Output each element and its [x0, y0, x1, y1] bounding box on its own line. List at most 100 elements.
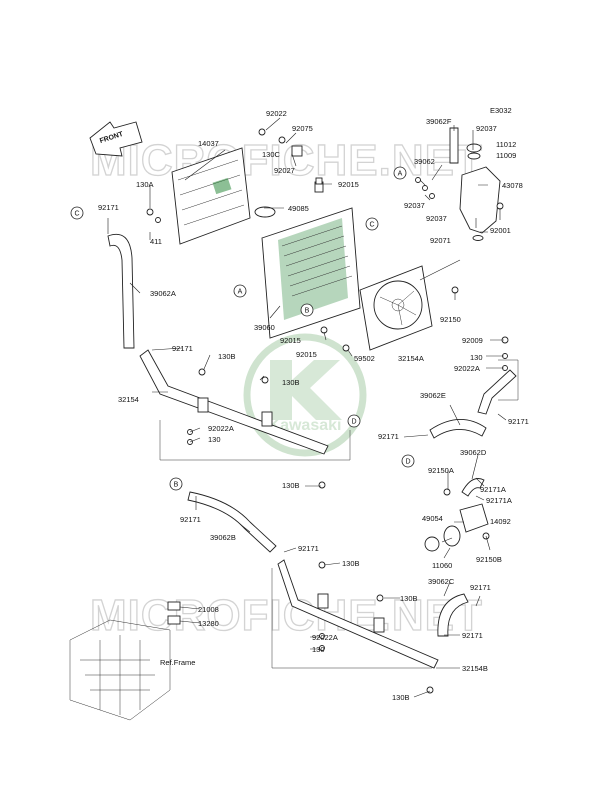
- label-14037: 14037: [198, 139, 219, 148]
- radiator-screen: [171, 147, 251, 245]
- frame-reference-sketch: [69, 601, 181, 721]
- svg-text:D: D: [351, 419, 356, 426]
- label-92171-c: 92171: [98, 203, 119, 212]
- callout-c-left: C: [70, 206, 84, 220]
- svg-text:B: B: [174, 482, 179, 489]
- callout-a-left: A: [233, 284, 247, 298]
- label-92015-top: 92015: [338, 180, 359, 189]
- hose-39062e: [429, 419, 487, 439]
- label-92001: 92001: [490, 226, 511, 235]
- label-130-b: 130: [470, 353, 483, 362]
- svg-text:A: A: [398, 171, 403, 178]
- label-92171-c2: 92171: [470, 583, 491, 592]
- svg-text:C: C: [369, 222, 374, 229]
- label-92171a-b: 92171A: [486, 496, 512, 505]
- callout-b-bottom: B: [169, 477, 183, 491]
- label-39062a: 39062A: [150, 289, 176, 298]
- label-130b-c: 130B: [282, 481, 300, 490]
- callout-d-left: D: [347, 414, 361, 428]
- hose-39062d: [461, 478, 485, 497]
- label-13280: 13280: [198, 619, 219, 628]
- label-92015-a: 92015: [280, 336, 301, 345]
- callout-c-right: C: [365, 217, 379, 231]
- leader-lines: [107, 117, 507, 698]
- label-92150: 92150: [440, 315, 461, 324]
- label-32154b: 32154B: [462, 664, 488, 673]
- label-14092: 14092: [490, 517, 511, 526]
- label-92171-c3: 92171: [462, 631, 483, 640]
- svg-text:C: C: [74, 211, 79, 218]
- label-92022a-b: 92022A: [454, 364, 480, 373]
- label-43078: 43078: [502, 181, 523, 190]
- label-32154a: 32154A: [398, 354, 424, 363]
- label-39062d: 39062D: [460, 448, 487, 457]
- label-59502: 59502: [354, 354, 375, 363]
- label-92150a: 92150A: [428, 466, 454, 475]
- label-92075: 92075: [292, 124, 313, 133]
- label-130c: 130C: [262, 150, 281, 159]
- pipe-32154: [139, 349, 351, 461]
- front-arrow-icon: FRONT: [89, 121, 143, 157]
- label-92037-b: 92037: [404, 201, 425, 210]
- label-39062b: 39062B: [210, 533, 236, 542]
- label-39062f: 39062F: [426, 117, 452, 126]
- label-130b-a: 130B: [218, 352, 236, 361]
- label-92022-top: 92022: [266, 109, 287, 118]
- label-130b-b: 130B: [282, 378, 300, 387]
- label-130a: 130A: [136, 180, 154, 189]
- radiator-fan: [359, 259, 461, 351]
- label-49085: 49085: [288, 204, 309, 213]
- label-92171-b: 92171: [180, 515, 201, 524]
- callout-d-right: D: [401, 454, 415, 468]
- pipe-32154b: [271, 559, 439, 669]
- hose-39062c: [437, 593, 469, 637]
- label-130b-d: 130B: [342, 559, 360, 568]
- hose-39062b: [187, 491, 277, 553]
- reservoir-tank: [459, 143, 501, 241]
- label-92027: 92027: [274, 166, 295, 175]
- pipe-32154a: [477, 359, 519, 415]
- label-92022a-a: 92022A: [208, 424, 234, 433]
- label-130b-e: 130B: [400, 594, 418, 603]
- label-92037-a: 92037: [476, 124, 497, 133]
- label-130b-f: 130B: [392, 693, 410, 702]
- label-92037-c: 92037: [426, 214, 447, 223]
- label-21008: 21008: [198, 605, 219, 614]
- label-130-a: 130: [208, 435, 221, 444]
- label-39060: 39060: [254, 323, 275, 332]
- label-11009: 11009: [496, 151, 516, 160]
- label-92071: 92071: [430, 236, 451, 245]
- label-92150b: 92150B: [476, 555, 502, 564]
- watermark-layer: MICROFICHE.NET MICROFICHE.NET Kawasaki: [89, 135, 483, 640]
- logo-text: Kawasaki: [269, 417, 342, 434]
- hose-39062a: [107, 233, 135, 349]
- label-92171-rr: 92171: [508, 417, 529, 426]
- callout-b-left: B: [300, 303, 314, 317]
- overflow-hose: [449, 127, 459, 164]
- label-92171-r: 92171: [378, 432, 399, 441]
- label-92171a-a: 92171A: [480, 485, 506, 494]
- diagram-code: E3032: [490, 106, 512, 115]
- label-32154: 32154: [118, 395, 139, 404]
- label-39062: 39062: [414, 157, 435, 166]
- svg-text:A: A: [238, 289, 243, 296]
- label-11012: 11012: [496, 140, 516, 149]
- kawasaki-logo: Kawasaki: [243, 333, 367, 457]
- label-39062c: 39062C: [428, 577, 455, 586]
- label-92171-mid: 92171: [172, 344, 193, 353]
- radiator-core: [254, 181, 361, 339]
- label-ref-frame: Ref.Frame: [160, 658, 195, 667]
- label-11060: 11060: [432, 561, 452, 570]
- part-labels: 14037 130A 411 92171 39062A 92022 130C 9…: [98, 109, 529, 702]
- svg-text:B: B: [305, 308, 310, 315]
- label-92171-low: 92171: [298, 544, 319, 553]
- svg-text:D: D: [405, 459, 410, 466]
- label-92009: 92009: [462, 336, 483, 345]
- label-92015-b: 92015: [296, 350, 317, 359]
- watermark-text-bottom: MICROFICHE.NET: [90, 591, 483, 640]
- label-130-c: 130: [312, 645, 325, 654]
- callout-a-right: A: [393, 166, 407, 180]
- thermostat-housing: [424, 503, 489, 552]
- label-39062e: 39062E: [420, 391, 446, 400]
